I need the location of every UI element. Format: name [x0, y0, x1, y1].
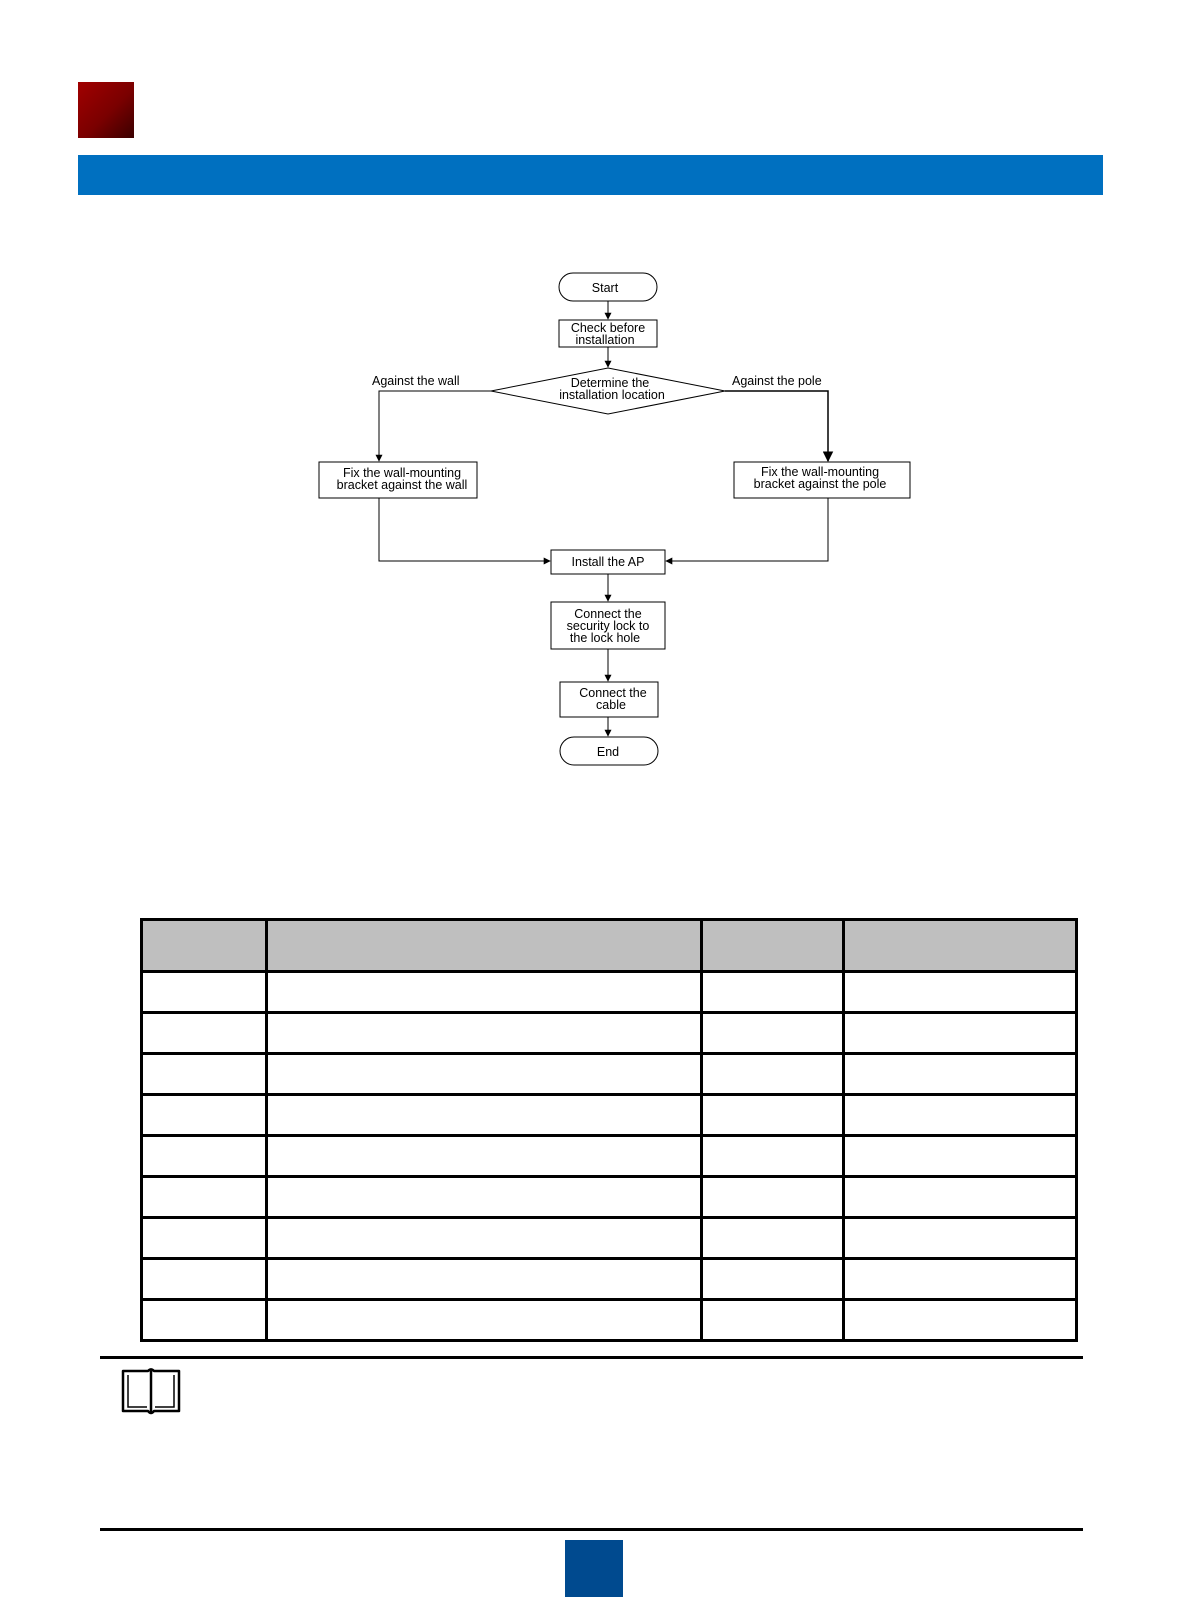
pole-bracket-box [733, 461, 911, 499]
table-header-cell [842, 918, 1078, 973]
table-cell [140, 1216, 268, 1260]
connect-cable-label-1: Connect the [579, 686, 646, 700]
spec-table [140, 918, 1078, 1342]
table-cell [265, 1175, 703, 1219]
table-cell [842, 1175, 1078, 1219]
table-cell [265, 970, 703, 1014]
table-row [140, 1175, 1078, 1219]
security-lock-label-2: security lock to [567, 619, 650, 633]
table-cell [700, 1093, 845, 1137]
table-cell [700, 1175, 845, 1219]
decision-diamond [490, 367, 726, 415]
page-number-box [565, 1540, 623, 1597]
note-divider [100, 1356, 1083, 1359]
table-cell [842, 1011, 1078, 1055]
table-cell [842, 1093, 1078, 1137]
table-cell [140, 1093, 268, 1137]
table-cell [842, 1216, 1078, 1260]
table-cell [265, 1257, 703, 1301]
table-header-row [140, 918, 1078, 973]
table-row [140, 1257, 1078, 1301]
table-header-cell [265, 918, 703, 973]
pole-bracket-label-2: bracket against the pole [754, 477, 887, 491]
wall-bracket-label-2: bracket against the wall [337, 478, 468, 492]
installation-flowchart: Start Check before installation Determin… [300, 265, 920, 795]
table-cell [265, 1011, 703, 1055]
table-row [140, 970, 1078, 1014]
security-lock-label-3: the lock hole [570, 631, 640, 645]
security-lock-label-1: Connect the [574, 607, 641, 621]
table-cell [842, 970, 1078, 1014]
end-label: End [597, 745, 619, 759]
chapter-marker [78, 82, 134, 138]
connect-cable-box [559, 681, 659, 718]
table-header-cell [140, 918, 268, 973]
flowchart-canvas: Start Check before installation Determin… [318, 272, 911, 766]
decision-label-1: Determine the [571, 376, 650, 390]
table-cell [700, 1216, 845, 1260]
table-cell [700, 1011, 845, 1055]
table-cell [140, 1134, 268, 1178]
table-row [140, 1298, 1078, 1342]
check-step-box [558, 319, 658, 348]
table-cell [140, 1052, 268, 1096]
table-cell [140, 970, 268, 1014]
footer-divider [100, 1528, 1083, 1531]
table-row [140, 1052, 1078, 1096]
table-cell [265, 1093, 703, 1137]
wall-bracket-box [318, 461, 478, 499]
table-cell [140, 1011, 268, 1055]
open-book-icon [120, 1367, 182, 1417]
branch-label-wall: Against the wall [372, 374, 460, 388]
decision-label-2: installation location [559, 388, 665, 402]
start-label: Start [592, 281, 619, 295]
table-cell [842, 1052, 1078, 1096]
check-step-label-1: Check before [571, 321, 645, 335]
table-row [140, 1093, 1078, 1137]
install-ap-label: Install the AP [572, 555, 645, 569]
section-heading-bar [78, 155, 1103, 195]
table-cell [265, 1216, 703, 1260]
install-ap-box [550, 549, 666, 575]
table-cell [265, 1052, 703, 1096]
table-cell [842, 1298, 1078, 1342]
table-cell [700, 1052, 845, 1096]
branch-label-pole: Against the pole [732, 374, 822, 388]
end-terminal [559, 736, 659, 766]
table-cell [265, 1298, 703, 1342]
table-cell [140, 1175, 268, 1219]
table-header-cell [700, 918, 845, 973]
table-cell [140, 1257, 268, 1301]
table-cell [842, 1257, 1078, 1301]
table-cell [700, 1257, 845, 1301]
table-cell [700, 1134, 845, 1178]
table-cell [700, 1298, 845, 1342]
wall-bracket-label-1: Fix the wall-mounting [343, 466, 461, 480]
check-step-label-2: installation [575, 333, 634, 347]
table-row [140, 1011, 1078, 1055]
table-cell [700, 970, 845, 1014]
security-lock-box [550, 601, 666, 650]
table-row [140, 1134, 1078, 1178]
table-cell [265, 1134, 703, 1178]
connect-cable-label-2: cable [596, 698, 626, 712]
table-row [140, 1216, 1078, 1260]
table-cell [140, 1298, 268, 1342]
pole-bracket-label-1: Fix the wall-mounting [761, 465, 879, 479]
table-cell [842, 1134, 1078, 1178]
